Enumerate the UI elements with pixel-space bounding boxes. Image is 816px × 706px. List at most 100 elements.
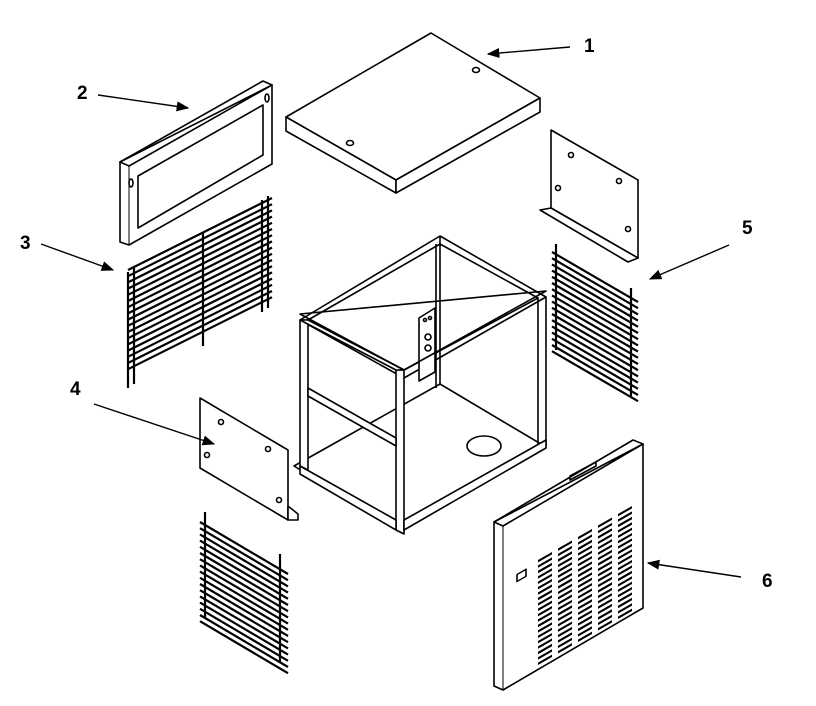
louver-slot <box>598 517 612 528</box>
callout-1-label: 1 <box>584 36 595 57</box>
louver-slot <box>618 565 632 576</box>
grille-bar <box>199 564 289 619</box>
louver-slot <box>538 654 552 665</box>
front-louvered-panel <box>493 439 644 691</box>
louver-slot <box>558 583 572 595</box>
louver-slot <box>538 616 552 628</box>
grille-bar <box>127 265 273 340</box>
grille-bar <box>199 539 289 594</box>
grille-bar <box>551 344 639 396</box>
grille-bar <box>551 251 639 303</box>
louver-slot <box>618 576 632 587</box>
louver-slot <box>618 506 632 517</box>
grille-bar <box>551 337 639 390</box>
top-panel <box>285 32 541 194</box>
louver-slot <box>578 534 592 545</box>
grille-bar <box>127 277 273 352</box>
grille-bar <box>127 252 273 327</box>
callout-4-label: 4 <box>70 379 81 400</box>
louver-slot <box>578 593 592 605</box>
louver-slot <box>558 562 572 573</box>
left-filter-grille <box>126 196 273 388</box>
louver-slot <box>598 539 612 550</box>
louver-slot <box>538 552 552 563</box>
grille-bar <box>551 306 639 359</box>
louver-slot <box>578 529 592 540</box>
callout-2-label: 2 <box>77 83 88 104</box>
louver-slot <box>538 600 552 611</box>
lower-left-grille <box>199 512 289 675</box>
louver-slot <box>618 581 632 592</box>
louver-slot <box>618 522 632 533</box>
grille-bar <box>199 527 289 582</box>
grille-bar <box>199 558 289 613</box>
callout-2-arrow <box>97 94 190 112</box>
grille-bar <box>127 246 273 321</box>
grille-bar <box>127 203 273 278</box>
grille-bar <box>127 271 273 346</box>
callout-5-arrow <box>648 244 730 280</box>
louver-slot <box>558 572 572 584</box>
louver-slot <box>558 545 572 557</box>
cabinet-frame <box>293 235 547 535</box>
grille-bar <box>551 275 639 328</box>
louver-slot <box>618 554 632 565</box>
callout-3-arrow <box>40 243 115 271</box>
callout-4-arrow <box>93 403 216 446</box>
louver-slot <box>538 573 552 584</box>
grille-bar <box>551 263 639 316</box>
grille-bar <box>199 545 289 600</box>
louver-slot <box>598 609 612 620</box>
louver-slot <box>538 622 552 633</box>
louver-slot <box>618 597 632 609</box>
grille-bar <box>127 197 273 271</box>
louver-slot <box>558 540 572 551</box>
louver-slot <box>598 522 612 534</box>
grille-bar <box>199 570 289 625</box>
grille-bar <box>199 521 289 575</box>
grille-bar <box>127 240 273 315</box>
grille-bar <box>127 296 273 371</box>
right-side-bracket-panel <box>539 129 639 263</box>
louver-slot <box>598 593 612 604</box>
callouts: 1 2 3 4 5 6 <box>20 36 773 592</box>
grille-bar <box>551 319 639 372</box>
grille-bar <box>551 325 639 378</box>
grille-bar <box>551 257 639 310</box>
grille-bar <box>551 350 639 403</box>
grille-bar <box>551 294 639 347</box>
louver-slot <box>598 598 612 609</box>
grille-bar <box>127 228 273 302</box>
louver-slot <box>558 621 572 632</box>
louver-slot <box>578 545 592 556</box>
louver-slot <box>558 610 572 622</box>
louver-slot <box>618 587 632 598</box>
louver-slot <box>538 584 552 595</box>
louver-slot <box>558 626 572 638</box>
grille-bar <box>199 552 289 606</box>
louver-slot <box>558 556 572 568</box>
louver-slot <box>578 626 592 637</box>
left-side-bracket-panel <box>199 397 299 521</box>
louver-slot <box>578 550 592 561</box>
louver-slot <box>598 528 612 539</box>
louver-slot <box>538 606 552 617</box>
grille-bar <box>551 282 639 334</box>
louver-slot <box>598 549 612 561</box>
grille-bar <box>551 269 639 322</box>
louver-slot <box>618 538 632 549</box>
back-frame <box>119 80 273 246</box>
louver-slot <box>538 643 552 655</box>
louver-slot <box>538 589 552 601</box>
louver-slot <box>598 603 612 615</box>
louver-slot <box>578 631 592 642</box>
louver-slot <box>578 539 592 551</box>
grille-bar <box>551 331 639 384</box>
louver-slot <box>578 572 592 583</box>
louver-slot <box>538 611 552 622</box>
louver-slot <box>558 578 572 589</box>
louver-slot <box>618 543 632 555</box>
louver-slot <box>578 556 592 567</box>
